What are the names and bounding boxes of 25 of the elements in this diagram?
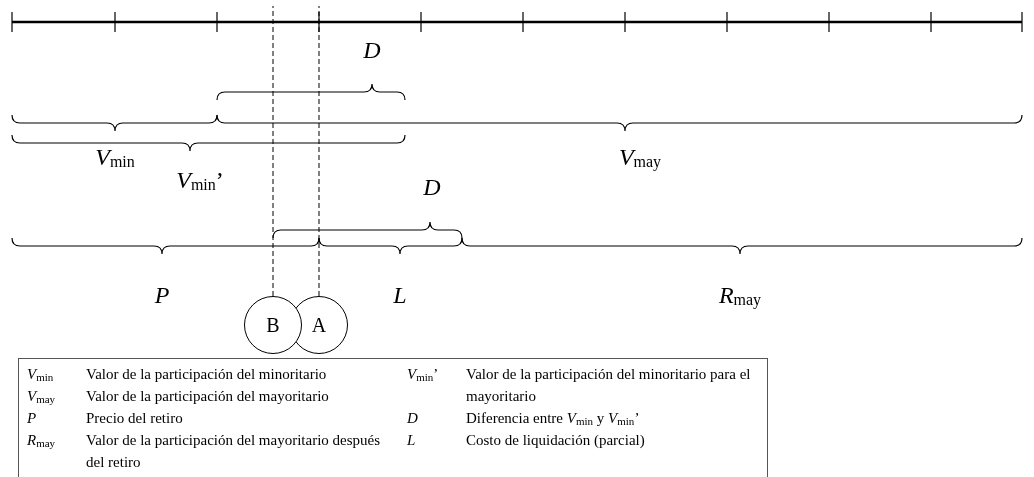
brace-label: D (363, 38, 381, 62)
term-symbol: R$_{may}$ (27, 431, 56, 451)
brace-label: R$_{may}$ (718, 283, 762, 308)
circle-letter: B (266, 313, 280, 337)
term-symbol: L (407, 431, 416, 450)
term-definition: Diferencia entre V$_{min}$ y V$_{min}$’ (466, 409, 641, 429)
brace-label: V$_{may}$ (618, 145, 662, 170)
term-symbol: D (407, 409, 418, 428)
term-symbol: V$_{min}$’ (407, 365, 439, 385)
brace-label: D (423, 175, 441, 199)
dashed-guide-line (272, 5, 274, 297)
term-definition: Costo de liquidación (parcial) (466, 431, 646, 450)
term-definition: Precio del retiro (86, 409, 184, 428)
term-symbol: V$_{min}$ (27, 365, 54, 385)
circle-letter: A (311, 313, 327, 337)
term-definition: Valor de la participación del minoritario (86, 365, 328, 384)
brace-label: L (393, 283, 407, 307)
brace-label: V$_{min}$ (95, 145, 135, 170)
term-definition: Valor de la participación del mayoritario (86, 387, 330, 406)
term-symbol: P (27, 409, 37, 428)
brace-label: P (154, 283, 170, 307)
brace-label: V$_{min}$’ (176, 168, 224, 193)
dashed-guide-line (318, 5, 320, 297)
term-definition: Valor de la participación del mayoritario después del retiro (86, 431, 382, 472)
term-symbol: V$_{may}$ (27, 387, 56, 407)
